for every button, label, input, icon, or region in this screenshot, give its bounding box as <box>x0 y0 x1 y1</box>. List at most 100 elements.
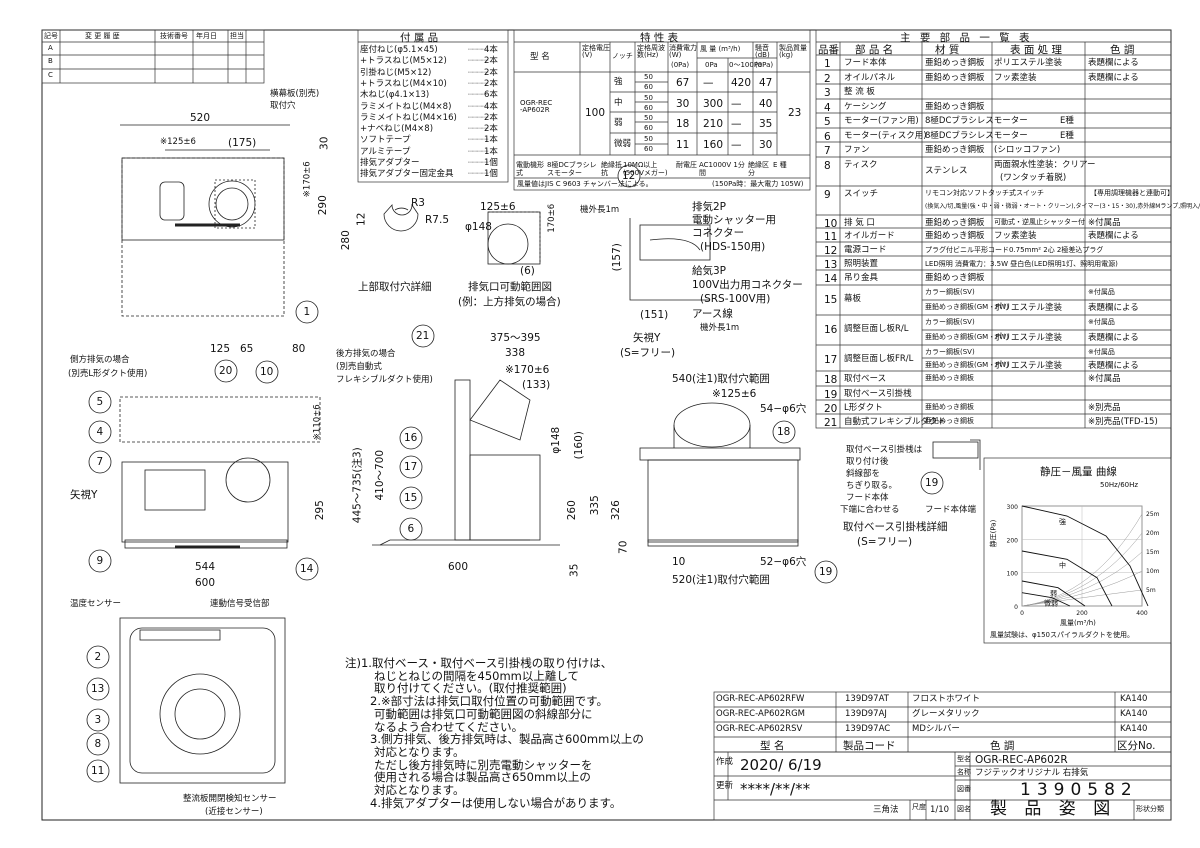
part-leader-7: 7 <box>96 455 104 468</box>
part-name: オイルパネル <box>844 73 896 83</box>
part-finish: 【専用調理機器と連動可】 <box>1090 189 1174 197</box>
part-name: 取付ベース <box>844 374 887 384</box>
part-color: ※付属品 <box>1088 348 1115 356</box>
spec-db: 35 <box>759 118 773 130</box>
chart-ytick-label: 0 <box>1014 604 1018 611</box>
accessory-dots: ┈┈┈┈ <box>468 135 489 146</box>
spec-flow-0pa: — <box>703 77 714 89</box>
spec-watt: 30 <box>676 97 690 110</box>
dim-151: (151) <box>640 309 669 321</box>
dim-375: 375〜395 <box>490 332 541 344</box>
dim-157: (157) <box>610 243 623 272</box>
parts-header-material: 材 質 <box>935 44 960 56</box>
part-material: 亜鉛めっき鋼板 <box>925 417 974 425</box>
part-no: 13 <box>824 259 838 271</box>
spec-watt: 11 <box>676 138 690 151</box>
accessory-qty: 2本 <box>484 67 498 78</box>
note-line: ただし後方排気時に別売電動シャッターを <box>374 757 593 772</box>
part-no: 4 <box>824 102 831 114</box>
accessory-qty: 4本 <box>484 45 498 55</box>
spec-hz-60: 60 <box>644 103 653 112</box>
rev-header-tech: 技術番号 <box>160 32 188 40</box>
accessory-name: アルミテープ <box>360 146 411 157</box>
earth-label: アース線 <box>692 308 733 320</box>
part-name: モーター(ファン用) <box>844 116 919 126</box>
accessory-dots: ┈┈┈┈ <box>468 56 489 67</box>
dim-170c: ※170±6 <box>505 364 550 376</box>
part-material: 亜鉛めっき鋼板 <box>925 403 974 411</box>
part-leader-13: 13 <box>91 682 105 695</box>
dim-544: 544 <box>195 561 216 573</box>
connector-label: コネクター <box>692 227 745 239</box>
chart-duct-curve <box>1021 532 1143 607</box>
part-name: 排 気 口 <box>844 218 875 228</box>
chart-ytick-label: 300 <box>1007 504 1019 511</box>
spec-header-voltage: 定格電圧(V) <box>582 44 610 59</box>
color-header-class: 区分No. <box>1117 740 1156 752</box>
chart-series-label: 弱 <box>1050 590 1057 598</box>
part-leader-14: 14 <box>300 562 314 575</box>
dim-338: 338 <box>505 347 526 359</box>
dim-125: ※125±6 <box>160 137 196 147</box>
parts-header-no: 品番 <box>818 44 839 56</box>
tb-drawing-no: 1390582 <box>1020 780 1138 800</box>
spec-flow-100pa: — <box>731 118 742 130</box>
dim-r75: R7.5 <box>425 214 449 226</box>
base-note-1: 取付ベース引掛桟は <box>846 445 923 455</box>
part-finish: 両面親水性塗装：クリアー <box>994 160 1096 170</box>
dim-540: 540(注1)取付穴範囲 <box>672 373 770 385</box>
color-header-code: 製品コード <box>843 740 896 752</box>
spec-hz-50: 50 <box>644 114 653 122</box>
accessory-name: ソフトテープ <box>360 135 411 146</box>
spec-sub-100pa: 0〜100Pa <box>729 61 763 69</box>
dim-133: (133) <box>522 379 551 391</box>
part-leader-4: 4 <box>96 425 104 438</box>
dim-295: 295 <box>313 500 326 521</box>
tb-create-date: 2020/ 6/19 <box>740 756 822 774</box>
part-no: 21 <box>824 417 838 429</box>
spec-model: OGR-REC -AP602R <box>520 99 553 114</box>
dim-110: ※110±6 <box>312 404 323 441</box>
accessory-dots: ┈┈┈┈ <box>468 45 489 55</box>
dim-175: (175) <box>228 137 257 149</box>
rev-mark-a: A <box>48 44 53 52</box>
part-material: 亜鉛めっき鋼板 <box>925 145 985 155</box>
chart-xtick-label: 400 <box>1136 610 1148 617</box>
part-color: 表題欄による <box>1088 361 1139 371</box>
part-no: 19 <box>824 389 838 401</box>
note-line: 3.側方排気、後方排気時は、製品高さ600mm以上の <box>370 732 644 747</box>
dim-125c: 125 <box>210 343 231 355</box>
part-color: ※別売品(TFD-15) <box>1088 417 1158 427</box>
spec-header-flow: 風 量 (m³/h) <box>700 45 741 53</box>
part-leader-18: 18 <box>777 425 791 438</box>
spec-header-db: 騒音(dB) <box>755 44 770 59</box>
part-leader-5: 5 <box>96 395 104 408</box>
part-material: 亜鉛めっき鋼板 <box>925 374 974 382</box>
rev-mark-b: B <box>48 57 53 65</box>
part-color: ※付属品 <box>1088 218 1121 228</box>
fixing-plate: 横幕板(別売) <box>270 89 320 99</box>
color-model: OGR-REC-AP602RGM <box>716 709 805 719</box>
part-material: カラー鋼板(SV) <box>925 288 975 296</box>
dim-326: 326 <box>609 500 622 521</box>
base-detail-scale: (S=フリー) <box>857 536 913 548</box>
base-note-7: フード本体端 <box>925 505 977 515</box>
part-leader-6: 6 <box>407 522 415 535</box>
note-line: 可動範囲は排気口可動範囲図の斜線部分に <box>374 706 593 721</box>
chart-series-label: 強 <box>1059 518 1066 526</box>
color-name: グレーメタリック <box>912 709 980 719</box>
part-no: 18 <box>824 374 838 386</box>
base-note-5: フード本体 <box>846 493 889 503</box>
tb-sheet-label: 形状分類 <box>1136 805 1164 813</box>
accessories-title: 付 属 品 <box>400 32 439 44</box>
upper-hole-detail: 上部取付穴詳細 <box>358 281 432 293</box>
rev-header-date: 年月日 <box>196 32 217 40</box>
color-header-model: 型 名 <box>760 740 785 752</box>
supply-3p: 給気3P <box>692 265 727 277</box>
part-leader-19: 19 <box>925 476 939 489</box>
cord-length: 機外長1m <box>580 205 620 215</box>
base-note-2: 取り付け後 <box>846 457 889 467</box>
part-name: ティスク <box>844 160 878 170</box>
part-no: 8 <box>824 160 831 172</box>
color-name: フロストホワイト <box>912 694 981 704</box>
